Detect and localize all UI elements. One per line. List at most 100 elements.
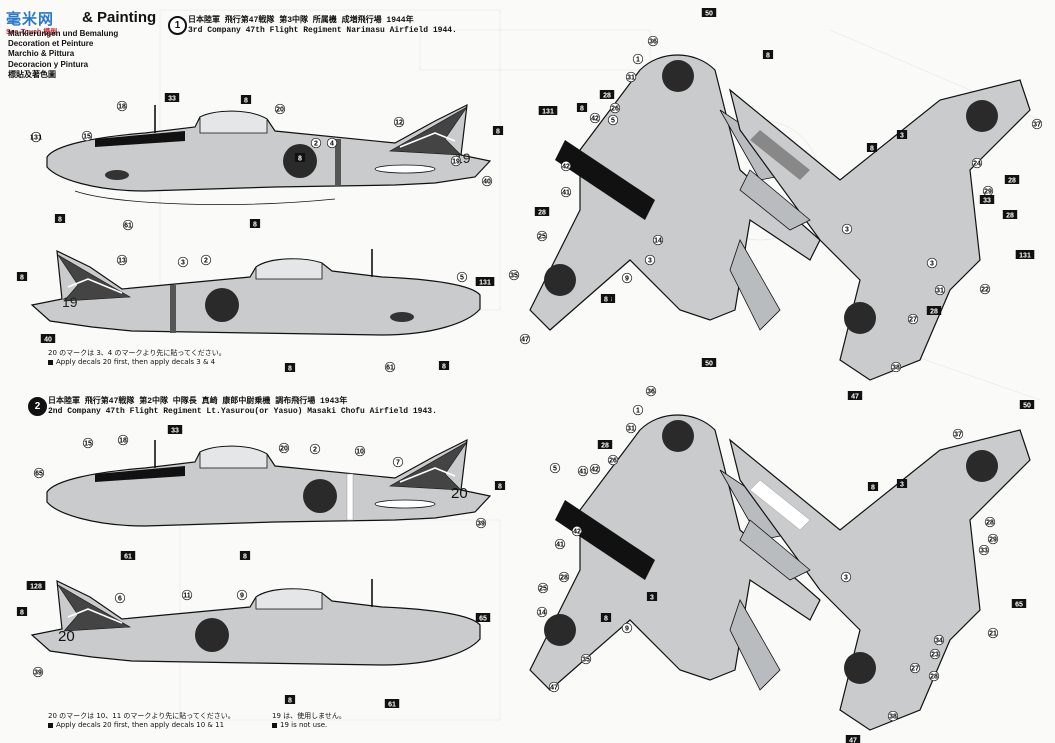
callout-number: 38 xyxy=(887,710,899,722)
callout-label: 38 xyxy=(892,365,900,372)
callout-number: 2 xyxy=(309,443,321,455)
callout-label: 5 xyxy=(611,118,615,125)
callout-number: 8 xyxy=(284,363,296,373)
callout-label: 25 xyxy=(538,234,546,241)
callout-label: 65 xyxy=(1015,602,1023,609)
callout-number: 8 xyxy=(762,50,774,60)
callout-label: 33 xyxy=(168,96,176,103)
plane2-underside xyxy=(728,429,1031,731)
callout-label: 131 xyxy=(542,109,554,116)
callout-number: 26 xyxy=(609,102,621,114)
callout-label: 8 xyxy=(253,222,257,229)
callout-label: 14 xyxy=(654,238,662,245)
callout-label: 31 xyxy=(936,288,944,295)
callout-label: 22 xyxy=(981,287,989,294)
callout-label: 14 xyxy=(538,610,546,617)
callout-label: 27 xyxy=(911,666,919,673)
callout-label: 9 xyxy=(625,276,629,283)
callout-number: 22 xyxy=(979,283,991,295)
callout-number: 29 xyxy=(987,533,999,545)
callout-number: 39 xyxy=(475,517,487,529)
callout-number: 47 xyxy=(845,735,861,743)
callout-label: 131 xyxy=(479,280,491,287)
callout-number: 33 xyxy=(979,195,995,205)
callout-number: 8 xyxy=(240,95,252,105)
callout-number: 8 xyxy=(866,143,878,153)
section2-heading: 2 日本陸軍 飛行第47戦隊 第2中隊 中隊長 真崎 康郎中尉乗機 調布飛行場 … xyxy=(28,397,437,417)
plane1-underside xyxy=(728,79,1031,381)
callout-number: 2 xyxy=(200,254,212,266)
callout-label: 3 xyxy=(900,133,904,140)
callout-number: 42 xyxy=(560,160,572,172)
callout-number: 61 xyxy=(384,361,396,373)
callout-label: 28 xyxy=(560,575,568,582)
callout-number: 65 xyxy=(33,467,45,479)
callout-number: 27 xyxy=(907,313,919,325)
bullet-square-icon xyxy=(272,722,277,728)
callout-label: 4 xyxy=(330,141,334,148)
callout-number: 33 xyxy=(978,544,990,556)
callout-number: 10 xyxy=(354,445,366,457)
callout-number: 28 xyxy=(984,516,996,528)
callout-label: 8 xyxy=(604,297,608,304)
callout-number: 47 xyxy=(519,333,531,345)
callout-label: 39 xyxy=(477,521,485,528)
callout-label: 9 xyxy=(240,593,244,600)
section1-note-jp: 20 のマークは 3、4 のマークより先に貼ってください。 xyxy=(48,349,226,357)
callout-number: 9 xyxy=(236,589,248,601)
callout-label: 3 xyxy=(650,595,654,602)
callout-number: 42 xyxy=(571,525,583,537)
callout-label: 25 xyxy=(539,586,547,593)
callout-number: 3 xyxy=(896,130,908,140)
callout-number: 19 xyxy=(450,155,462,167)
callout-number: 5 xyxy=(607,114,619,126)
callout-number: 4 xyxy=(326,137,338,149)
callout-number: 3 xyxy=(646,592,658,602)
bullet-square-icon xyxy=(48,722,53,728)
lang-de: Markierungen und Bemalung xyxy=(8,29,119,38)
callout-number: 3 xyxy=(177,256,189,268)
callout-label: 33 xyxy=(171,428,179,435)
callout-number: 21 xyxy=(987,627,999,639)
callout-number: 9 xyxy=(621,622,633,634)
callout-number: 28 xyxy=(928,670,940,682)
lang-es: Decoracion y Pintura xyxy=(8,59,89,69)
callout-number: 131 xyxy=(1015,250,1035,260)
callout-number: 8 xyxy=(492,126,504,136)
callout-label: 5 xyxy=(553,466,557,473)
callout-label: 8 xyxy=(20,610,24,617)
callout-label: 31 xyxy=(627,75,635,82)
plane1-side-left-profile: 19 xyxy=(46,103,492,205)
callout-label: 28 xyxy=(986,520,994,527)
callout-label: 61 xyxy=(386,365,394,372)
callout-number: 12 xyxy=(393,116,405,128)
callout-number: 41 xyxy=(554,538,566,550)
plane2-side-right-profile: 20 xyxy=(30,579,481,666)
callout-label: 8 xyxy=(870,146,874,153)
callout-number: 8 xyxy=(239,551,251,561)
callout-label: 38 xyxy=(889,714,897,721)
callout-label: 42 xyxy=(591,467,599,474)
callout-number: 3 xyxy=(841,223,853,235)
callout-label: 50 xyxy=(1023,403,1031,410)
callout-label: 9 xyxy=(625,626,629,633)
callout-label: 29 xyxy=(989,537,997,544)
callout-label: 61 xyxy=(388,702,396,709)
callout-label: 28 xyxy=(930,309,938,316)
callout-number: 28 xyxy=(926,306,942,316)
callout-number: 11 xyxy=(181,589,193,601)
callout-number: 9 xyxy=(621,272,633,284)
section2-jp: 日本陸軍 飛行第47戦隊 第2中隊 中隊長 真崎 康郎中尉乗機 調布飛行場 19… xyxy=(48,397,348,406)
callout-number: 41 xyxy=(560,186,572,198)
callout-label: 47 xyxy=(550,685,558,692)
section1-en: 3rd Company 47th Flight Regiment Narimas… xyxy=(188,26,457,35)
callout-label: 131 xyxy=(30,135,42,142)
language-list: Markierungen und Bemalung Decoration et … xyxy=(8,29,118,80)
callout-number: 8 xyxy=(867,482,879,492)
callout-label: 11 xyxy=(183,593,191,600)
callout-number: 29 xyxy=(982,185,994,197)
lang-fr: Decoration et Peinture xyxy=(8,39,94,49)
callout-number: 3 xyxy=(896,479,908,489)
callout-number: 35 xyxy=(508,269,520,281)
callout-label: 8 xyxy=(871,485,875,492)
